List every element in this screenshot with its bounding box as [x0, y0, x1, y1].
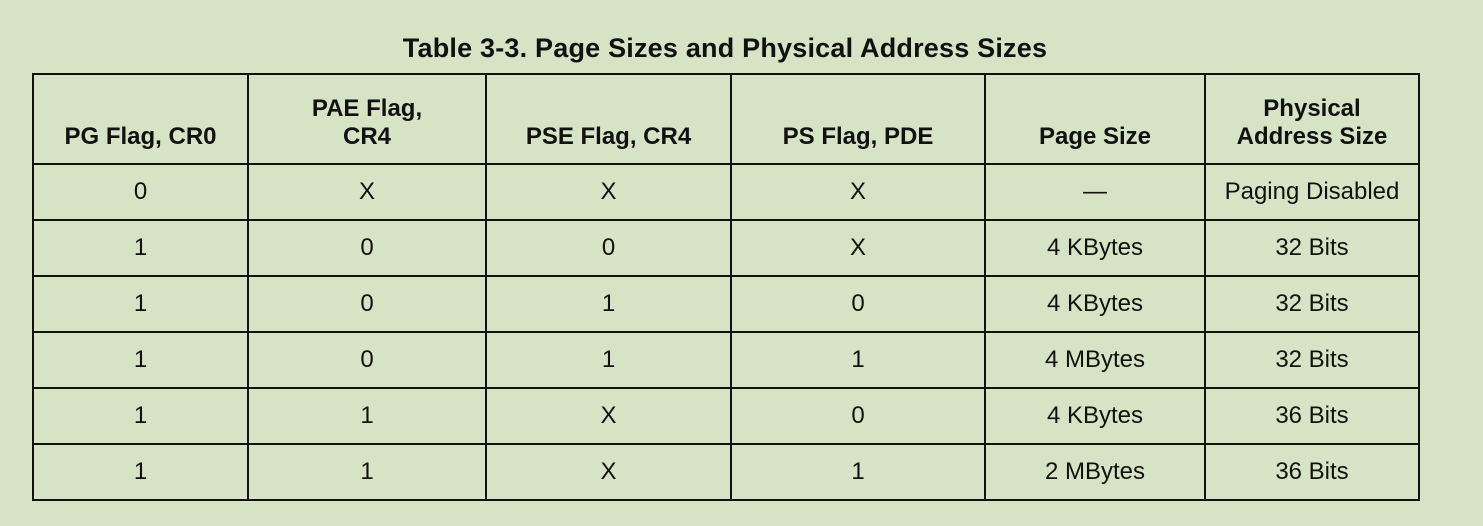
cell-pg-flag: 1: [32, 219, 249, 277]
cell-physical-address-size: 32 Bits: [1204, 331, 1420, 389]
cell-pse-flag: 1: [485, 275, 732, 333]
cell-ps-flag: 0: [730, 275, 986, 333]
header-pae-flag: PAE Flag,CR4: [247, 73, 487, 165]
cell-pse-flag: X: [485, 163, 732, 221]
header-page-size-text: Page Size: [1038, 123, 1152, 150]
table-row: 1 0 1 1 4 MBytes 32 Bits: [32, 331, 1420, 389]
header-pg-flag-text: PG Flag, CR0: [64, 123, 217, 150]
cell-pse-flag: X: [485, 443, 732, 501]
cell-pae-flag: 1: [247, 443, 487, 501]
cell-page-size: 4 MBytes: [984, 331, 1206, 389]
cell-physical-address-size: Paging Disabled: [1204, 163, 1420, 221]
cell-pse-flag: 1: [485, 331, 732, 389]
header-physical-address-line2: Address Size: [1236, 123, 1388, 150]
page-sizes-table: PG Flag, CR0 PAE Flag,CR4 PSE Flag, CR4 …: [32, 73, 1420, 501]
cell-pg-flag: 1: [32, 443, 249, 501]
cell-pse-flag: 0: [485, 219, 732, 277]
cell-page-size: 4 KBytes: [984, 275, 1206, 333]
cell-page-size: 4 KBytes: [984, 219, 1206, 277]
cell-pg-flag: 0: [32, 163, 249, 221]
cell-ps-flag: X: [730, 219, 986, 277]
cell-pae-flag: 1: [247, 387, 487, 445]
table-row: 0 X X X — Paging Disabled: [32, 163, 1420, 221]
header-pae-flag-line2: CR4: [342, 123, 391, 150]
table-caption: Table 3-3. Page Sizes and Physical Addre…: [402, 33, 1048, 63]
header-ps-flag: PS Flag, PDE: [730, 73, 986, 165]
header-pg-flag: PG Flag, CR0: [32, 73, 249, 165]
cell-pg-flag: 1: [32, 387, 249, 445]
cell-ps-flag: 1: [730, 443, 986, 501]
cell-ps-flag: 0: [730, 387, 986, 445]
header-physical-address-line1: Physical: [1263, 95, 1361, 122]
table-row: 1 1 X 1 2 MBytes 36 Bits: [32, 443, 1420, 501]
header-pse-flag-text: PSE Flag, CR4: [525, 123, 692, 150]
table-row: 1 1 X 0 4 KBytes 36 Bits: [32, 387, 1420, 445]
header-pse-flag: PSE Flag, CR4: [485, 73, 732, 165]
cell-physical-address-size: 36 Bits: [1204, 443, 1420, 501]
cell-ps-flag: X: [730, 163, 986, 221]
header-row: PG Flag, CR0 PAE Flag,CR4 PSE Flag, CR4 …: [32, 73, 1420, 165]
header-page-size: Page Size: [984, 73, 1206, 165]
table-row: 1 0 1 0 4 KBytes 32 Bits: [32, 275, 1420, 333]
cell-pse-flag: X: [485, 387, 732, 445]
table-row: 1 0 0 X 4 KBytes 32 Bits: [32, 219, 1420, 277]
cell-pg-flag: 1: [32, 331, 249, 389]
cell-page-size: 4 KBytes: [984, 387, 1206, 445]
header-ps-flag-text: PS Flag, PDE: [782, 123, 934, 150]
cell-pae-flag: 0: [247, 275, 487, 333]
cell-pae-flag: 0: [247, 331, 487, 389]
cell-page-size: 2 MBytes: [984, 443, 1206, 501]
cell-ps-flag: 1: [730, 331, 986, 389]
cell-pae-flag: X: [247, 163, 487, 221]
header-pae-flag-line1: PAE Flag,: [311, 95, 423, 122]
cell-pg-flag: 1: [32, 275, 249, 333]
cell-page-size: —: [984, 163, 1206, 221]
cell-physical-address-size: 36 Bits: [1204, 387, 1420, 445]
cell-pae-flag: 0: [247, 219, 487, 277]
cell-physical-address-size: 32 Bits: [1204, 219, 1420, 277]
cell-physical-address-size: 32 Bits: [1204, 275, 1420, 333]
